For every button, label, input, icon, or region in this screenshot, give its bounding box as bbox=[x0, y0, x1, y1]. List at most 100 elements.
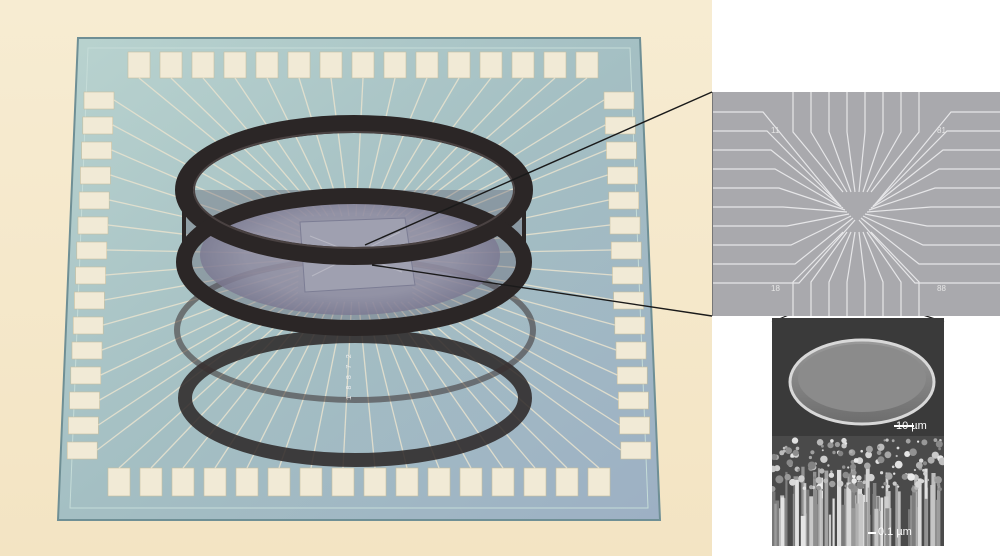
nanograin bbox=[867, 473, 875, 482]
electrode-trace bbox=[118, 301, 303, 469]
contact-pad bbox=[609, 216, 641, 235]
ring-shadow bbox=[178, 329, 532, 467]
nanograin bbox=[772, 465, 777, 473]
nanopillar bbox=[828, 514, 832, 546]
sem-trace bbox=[864, 213, 1000, 227]
nanopillar bbox=[774, 503, 777, 546]
nanopillar bbox=[895, 484, 899, 546]
contact-pad bbox=[575, 51, 599, 79]
nanograin bbox=[877, 456, 885, 464]
nanograin bbox=[784, 473, 791, 481]
sem-trace bbox=[713, 149, 842, 207]
nanograin bbox=[807, 461, 816, 470]
nanograin bbox=[897, 485, 900, 488]
sem-trace bbox=[862, 92, 884, 193]
nanograin bbox=[914, 481, 922, 488]
nanograin bbox=[829, 480, 836, 488]
nanograin bbox=[821, 444, 824, 448]
sem-electrode-overview: 11 81 18 88 bbox=[712, 92, 1000, 316]
nanograin bbox=[795, 446, 800, 451]
nanograin bbox=[815, 476, 823, 484]
contact-pad bbox=[612, 266, 643, 285]
nanograin bbox=[810, 450, 815, 455]
sem-trace bbox=[792, 92, 844, 193]
nanograin bbox=[848, 483, 855, 490]
nanograin bbox=[938, 447, 941, 451]
contact-pad bbox=[383, 51, 407, 79]
nanograin bbox=[864, 462, 871, 470]
nanograin bbox=[936, 483, 941, 487]
nanograin bbox=[865, 445, 873, 453]
nanograin bbox=[856, 475, 862, 481]
nanograin bbox=[880, 471, 884, 475]
contact-pad bbox=[608, 191, 640, 210]
nanograin bbox=[891, 439, 895, 443]
nanopillar bbox=[783, 498, 786, 546]
contact-pad bbox=[543, 51, 567, 79]
electrode-trace bbox=[407, 301, 600, 469]
nanopillar bbox=[846, 482, 852, 546]
nanograin bbox=[837, 450, 844, 457]
nanopillar bbox=[878, 511, 881, 546]
sem-trace bbox=[866, 231, 902, 316]
nanopillar bbox=[844, 488, 849, 546]
nanopillar bbox=[862, 494, 866, 546]
chip-photo: 1 8 8 7 2 bbox=[0, 0, 712, 556]
nanograin bbox=[923, 471, 928, 476]
nanograin bbox=[907, 473, 915, 481]
contact-pad bbox=[491, 467, 515, 497]
contact-pad bbox=[479, 51, 503, 79]
contact-pad bbox=[614, 316, 646, 335]
nanopillar bbox=[937, 485, 941, 546]
nanopillar bbox=[780, 498, 784, 546]
nanograin bbox=[832, 450, 836, 455]
nanograin bbox=[853, 458, 859, 463]
contact-pad bbox=[620, 441, 652, 460]
sem-trace bbox=[713, 219, 856, 284]
nanograin bbox=[834, 441, 840, 448]
contact-pad bbox=[76, 241, 108, 260]
nanograin bbox=[865, 451, 872, 459]
nanopillar bbox=[908, 509, 911, 546]
electrode-label-bottom-left: 18 bbox=[771, 284, 780, 293]
contact-pad bbox=[363, 467, 387, 497]
nanograin bbox=[922, 461, 928, 466]
nanopillar bbox=[914, 478, 918, 546]
contact-pad bbox=[171, 467, 195, 497]
sem-trace bbox=[860, 217, 1000, 265]
nanopillar bbox=[772, 491, 776, 546]
nanograin bbox=[856, 457, 864, 465]
contact-pad bbox=[331, 467, 355, 497]
nanopillar bbox=[832, 498, 835, 546]
nanograin bbox=[881, 485, 884, 489]
nanograin bbox=[782, 449, 786, 453]
contact-pad bbox=[447, 51, 471, 79]
nanograin bbox=[819, 468, 825, 474]
contact-pad bbox=[191, 51, 215, 79]
contact-pad bbox=[395, 467, 419, 497]
contact-pad bbox=[70, 366, 102, 385]
contact-pad bbox=[71, 341, 103, 360]
contact-pad bbox=[77, 216, 109, 235]
nanograin bbox=[933, 438, 938, 442]
nanograin bbox=[842, 465, 846, 469]
electrode-trace bbox=[99, 286, 299, 401]
nanograin bbox=[884, 451, 892, 459]
sem-trace bbox=[862, 215, 1000, 246]
nanograin bbox=[837, 480, 844, 487]
contact-pad bbox=[523, 467, 547, 497]
nanopillar bbox=[824, 470, 829, 546]
sem-trace bbox=[874, 130, 1000, 205]
nanopillar bbox=[806, 489, 810, 546]
nanopillar bbox=[803, 483, 807, 546]
contact-pad bbox=[68, 416, 99, 435]
sem-trace bbox=[792, 231, 844, 316]
scale-bar-0-1um: 0.1 µm bbox=[878, 526, 912, 538]
contact-pad bbox=[159, 51, 183, 79]
nanograin bbox=[909, 448, 917, 456]
nanograin bbox=[892, 481, 897, 486]
contact-pad bbox=[75, 266, 106, 285]
scale-bar-10um: 10 µm bbox=[896, 420, 927, 432]
sem-detail-images bbox=[772, 318, 944, 546]
contact-pad bbox=[74, 291, 105, 310]
